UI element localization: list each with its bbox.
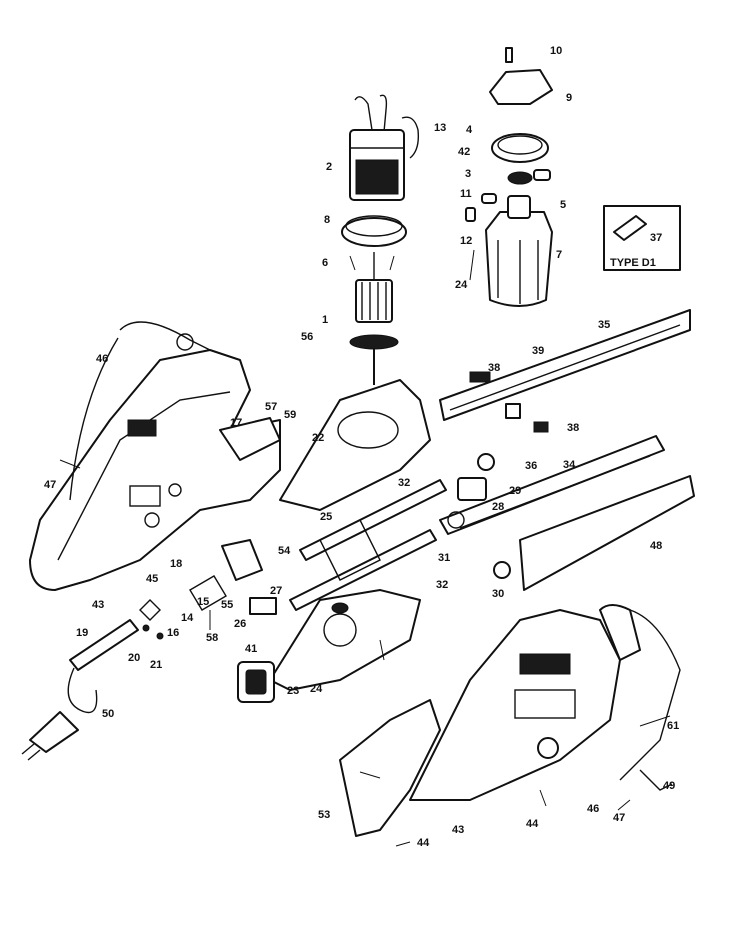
callout-17: 17 bbox=[230, 417, 242, 429]
callout-10: 10 bbox=[550, 45, 562, 57]
callout-26: 26 bbox=[234, 618, 246, 630]
callout-13: 13 bbox=[434, 122, 446, 134]
callout-1: 1 bbox=[322, 314, 328, 326]
callout-20: 20 bbox=[128, 652, 140, 664]
blade-assembly bbox=[439, 309, 695, 591]
callout-56: 56 bbox=[301, 331, 313, 343]
callout-29: 29 bbox=[509, 485, 521, 497]
callout-8: 8 bbox=[324, 214, 330, 226]
right-housing bbox=[339, 604, 681, 847]
callout-27: 27 bbox=[270, 585, 282, 597]
callout-32: 32 bbox=[436, 579, 448, 591]
callout-43: 43 bbox=[452, 824, 464, 836]
inset-type-label: TYPE D1 bbox=[610, 257, 656, 269]
left-housing bbox=[29, 321, 281, 591]
callout-7: 7 bbox=[556, 249, 562, 261]
type-d1-inset: 37 TYPE D1 bbox=[603, 205, 681, 271]
gearbox-assembly bbox=[465, 47, 553, 307]
callout-45: 45 bbox=[146, 573, 158, 585]
callout-34: 34 bbox=[563, 459, 576, 471]
callout-49: 49 bbox=[663, 780, 675, 792]
callout-48: 48 bbox=[650, 540, 662, 552]
callout-11: 11 bbox=[460, 188, 472, 200]
callout-35: 35 bbox=[598, 319, 610, 331]
callout-42: 42 bbox=[458, 146, 470, 158]
callout-38: 38 bbox=[488, 362, 500, 374]
callout-54: 54 bbox=[278, 545, 291, 557]
callout-44: 44 bbox=[417, 837, 430, 849]
callout-9: 9 bbox=[566, 92, 572, 104]
callout-47: 47 bbox=[44, 479, 56, 491]
plunger-assembly bbox=[189, 479, 447, 630]
callout-5: 5 bbox=[560, 199, 566, 211]
callout-4: 4 bbox=[466, 124, 473, 136]
callout-25: 25 bbox=[320, 511, 332, 523]
callout-12: 12 bbox=[460, 235, 472, 247]
callout-2: 2 bbox=[326, 161, 332, 173]
callout-58: 58 bbox=[206, 632, 218, 644]
callout-44: 44 bbox=[526, 818, 539, 830]
callout-41: 41 bbox=[245, 643, 257, 655]
callout-24: 24 bbox=[455, 279, 468, 291]
callout-46: 46 bbox=[587, 803, 599, 815]
callout-39: 39 bbox=[532, 345, 544, 357]
callout-50: 50 bbox=[102, 708, 114, 720]
callout-46: 46 bbox=[96, 353, 108, 365]
callout-22: 22 bbox=[312, 432, 324, 444]
armature bbox=[349, 252, 399, 385]
motor-field-assembly bbox=[341, 94, 420, 271]
callout-18: 18 bbox=[170, 558, 182, 570]
cord-switch-assembly bbox=[21, 599, 275, 761]
callout-31: 31 bbox=[438, 552, 450, 564]
callout-53: 53 bbox=[318, 809, 330, 821]
callout-55: 55 bbox=[221, 599, 233, 611]
callout-57: 57 bbox=[265, 401, 277, 413]
callout-24: 24 bbox=[310, 683, 323, 695]
callout-36: 36 bbox=[525, 460, 537, 472]
inset-callout: 37 bbox=[650, 232, 662, 244]
callout-6: 6 bbox=[322, 257, 328, 269]
callout-21: 21 bbox=[150, 659, 162, 671]
gear-housing bbox=[269, 379, 431, 691]
callout-19: 19 bbox=[76, 627, 88, 639]
callout-15: 15 bbox=[197, 596, 209, 608]
callout-23: 23 bbox=[287, 685, 299, 697]
callout-32: 32 bbox=[398, 477, 410, 489]
callout-3: 3 bbox=[465, 168, 471, 180]
callout-30: 30 bbox=[492, 588, 504, 600]
callout-28: 28 bbox=[492, 501, 504, 513]
callout-47: 47 bbox=[613, 812, 625, 824]
callout-38: 38 bbox=[567, 422, 579, 434]
callout-59: 59 bbox=[284, 409, 296, 421]
callout-61: 61 bbox=[667, 720, 679, 732]
callout-14: 14 bbox=[181, 612, 194, 624]
callout-43: 43 bbox=[92, 599, 104, 611]
callout-16: 16 bbox=[167, 627, 179, 639]
